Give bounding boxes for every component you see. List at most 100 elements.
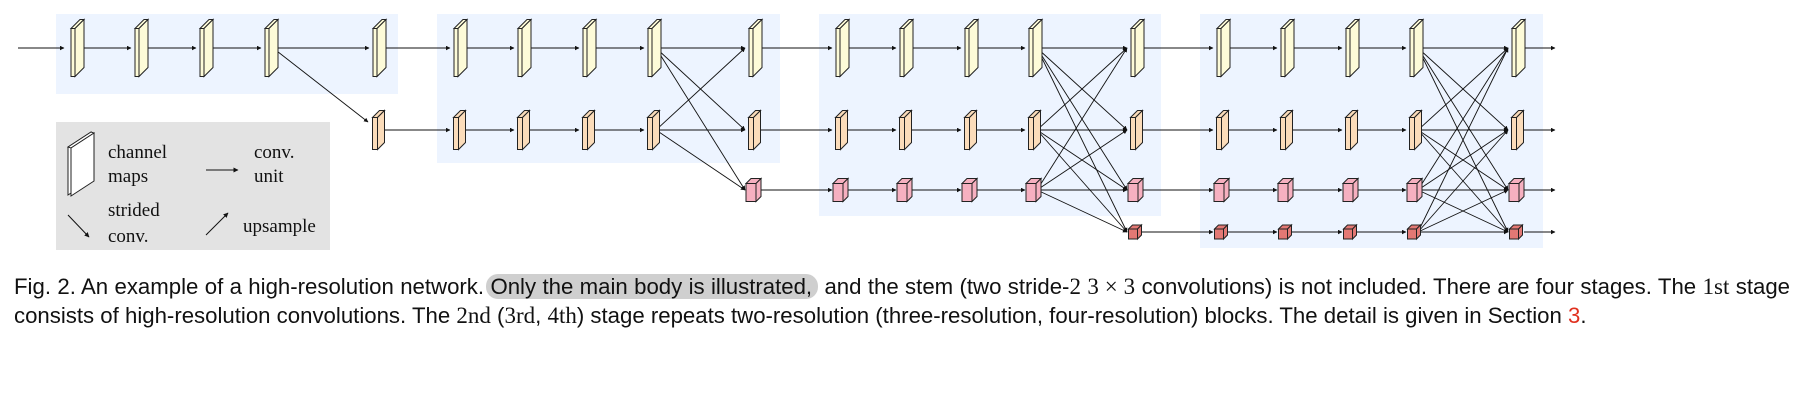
legend-upsample-label: upsample [243,216,316,237]
channel-maps-r1-5 [452,18,469,78]
caption-fig-label: Fig. 2. [14,274,76,299]
channel-maps-r2-12 [1279,109,1294,151]
channel-maps-r1-7 [581,18,598,78]
upsample-arrow [1036,129,1128,191]
channel-maps-r3-7 [1276,177,1295,203]
channel-maps-r3-8 [1341,177,1360,203]
channel-maps-r1-4 [371,18,388,78]
channel-maps-r1-12 [963,18,980,78]
upsample-arrow [655,47,746,131]
caption-text-4: convolutions) is not included. There are… [1141,274,1697,299]
caption-text-8: ) stage repeats two-resolution (three-re… [576,303,1562,328]
caption-text-3: and the stem (two stride- [824,274,1070,299]
caption-text-1: An example of a high-resolution network. [81,274,485,299]
channel-maps-r4-0 [1127,223,1143,241]
upsample-arrow [1417,129,1509,191]
caption-math-3rd: 3rd [504,303,536,328]
channel-maps-r2-4 [646,109,661,151]
caption-section-ref-link[interactable]: 3 [1567,303,1581,328]
caption-math-2nd: 2nd [456,303,491,328]
caption-highlighted-text: Only the main body is illustrated, [486,274,819,299]
channel-maps-r4-5 [1508,223,1524,241]
channel-maps-r1-10 [834,18,851,78]
legend-conv-label-1: conv. [254,142,294,163]
upsample-arrow [1036,47,1128,191]
legend-conv-label-2: unit [254,166,284,187]
channel-maps-r4-4 [1406,223,1422,241]
channel-maps-r3-6 [1212,177,1231,203]
stage-1-background [56,14,398,94]
channel-maps-r1-0 [69,18,86,78]
channel-maps-r1-9 [747,18,764,78]
channel-maps-r2-0 [371,109,386,151]
strided-conv-arrow [272,47,369,123]
channel-maps-r3-4 [1024,177,1043,203]
channel-maps-r2-7 [898,109,913,151]
channel-maps-r2-6 [834,109,849,151]
channel-maps-r2-5 [747,109,762,151]
channel-maps-r3-0 [744,177,763,203]
channel-maps-r3-1 [831,177,850,203]
caption-math-3x3: 3 × 3 [1087,274,1136,299]
upsample-arrow [1417,47,1509,131]
channel-maps-r2-10 [1129,109,1144,151]
upsample-arrow [1417,47,1509,191]
stage-3-background [819,14,1161,216]
channel-maps-r2-13 [1344,109,1359,151]
caption-text-6: ( [497,303,505,328]
channel-maps-r2-1 [452,109,467,151]
caption-math-4th: 4th [547,303,577,328]
legend-strided-label-1: strided [108,200,160,221]
channel-maps-r1-17 [1344,18,1361,78]
strided-conv-arrow [1036,47,1128,233]
legend-upsample-arrow [205,212,229,236]
channel-maps-r1-15 [1215,18,1232,78]
channel-maps-r2-2 [516,109,531,151]
channel-maps-r3-10 [1507,177,1526,203]
channel-maps-r1-16 [1279,18,1296,78]
channel-maps-r1-1 [133,18,150,78]
channel-maps-r1-11 [898,18,915,78]
channel-maps-r1-19 [1510,18,1527,78]
strided-conv-arrow [655,129,746,191]
caption-text-5: stage consists of high-resolution convol… [14,274,1790,328]
caption-math-1st: 1st [1702,274,1730,299]
hrnet-diagram: channel maps conv. unit strided conv. up… [18,14,1556,250]
channel-maps-r1-2 [198,18,215,78]
strided-conv-arrow [1036,129,1128,233]
legend-strided-conv-arrow [67,214,90,238]
legend-channel-maps-icon [66,131,96,197]
channel-maps-r2-9 [1027,109,1042,151]
legend-channel-label-2: maps [108,166,148,187]
channel-maps-r4-1 [1213,223,1229,241]
figure-caption: Fig. 2. An example of a high-resolution … [14,272,1790,330]
caption-text-7: , [535,303,542,328]
legend-channel-label-1: channel [108,142,167,163]
channel-maps-r3-2 [895,177,914,203]
legend-strided-label-2: conv. [108,226,148,247]
strided-conv-arrow [655,47,746,191]
channel-maps-r1-3 [263,18,280,78]
channel-maps-r1-13 [1027,18,1044,78]
channel-maps-r2-3 [581,109,596,151]
channel-maps-r1-6 [516,18,533,78]
legend-box: channel maps conv. unit strided conv. up… [56,122,330,250]
channel-maps-r3-5 [1126,177,1145,203]
upsample-arrow [1417,129,1509,233]
upsample-arrow [1417,189,1509,233]
channel-maps-r4-2 [1277,223,1293,241]
channel-maps-r2-14 [1408,109,1423,151]
caption-math-two: 2 [1069,274,1081,299]
channel-maps-r4-3 [1342,223,1358,241]
channel-maps-r3-3 [960,177,979,203]
channel-maps-r2-8 [963,109,978,151]
stage-4-background [1200,14,1543,248]
strided-conv-arrow [1036,189,1128,233]
channel-maps-r1-8 [646,18,663,78]
channel-maps-r2-11 [1215,109,1230,151]
channel-maps-r2-15 [1510,109,1525,151]
channel-maps-r1-18 [1408,18,1425,78]
caption-text-9: . [1580,303,1587,328]
upsample-arrow [1036,47,1128,131]
upsample-arrow [1417,47,1509,233]
